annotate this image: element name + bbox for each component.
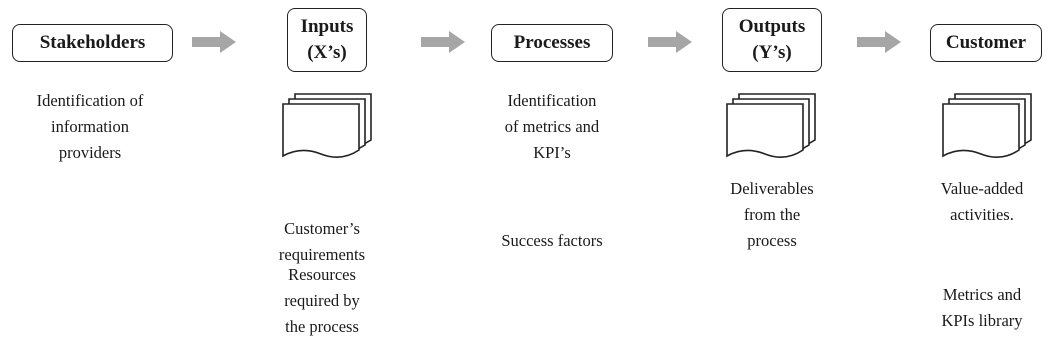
description-line: Value-added (940, 179, 1024, 198)
stage-box-customer: Customer (930, 24, 1042, 62)
description-processes-metrics: Identification of metrics and KPI’s (472, 88, 632, 166)
description-line: of metrics and (504, 117, 600, 136)
description-inputs-requirements: Customer’s requirements (242, 216, 402, 268)
description-line: activities. (950, 205, 1014, 224)
stage-box-stakeholders: Stakeholders (12, 24, 173, 62)
description-line: information (51, 117, 129, 136)
description-line: from the (743, 205, 801, 224)
document-stack-icon (942, 93, 1032, 158)
description-line: Customer’s (284, 219, 360, 238)
document-stack-icon (282, 93, 372, 158)
description-inputs-resources: Resources required by the process (242, 262, 402, 340)
description-line: required by (284, 291, 360, 310)
stage-label: Customer (945, 32, 1027, 53)
right-arrow-icon (857, 31, 901, 53)
stage-label: Stakeholders (39, 32, 146, 53)
description-line: the process (285, 317, 359, 336)
description-line: Identification of (36, 91, 144, 110)
description-line: Deliverables (730, 179, 814, 198)
stage-label-sub: (X’s) (307, 42, 347, 63)
stage-label: Outputs (738, 16, 806, 37)
stage-box-outputs: Outputs (Y’s) (722, 8, 822, 72)
right-arrow-icon (421, 31, 465, 53)
description-line: Resources (288, 265, 356, 284)
stage-label: Inputs (300, 16, 354, 37)
description-customer-metrics: Metrics and KPIs library (914, 282, 1050, 334)
description-line: KPI’s (533, 143, 571, 162)
description-line: requirements (278, 245, 366, 264)
description-stakeholders: Identification of information providers (0, 88, 180, 166)
description-line: KPIs library (941, 311, 1023, 330)
right-arrow-icon (648, 31, 692, 53)
description-customer-value: Value-added activities. (914, 176, 1050, 228)
description-line: process (747, 231, 797, 250)
stage-box-inputs: Inputs (X’s) (287, 8, 367, 72)
description-line: Identification (507, 91, 597, 110)
description-line: Metrics and (942, 285, 1022, 304)
description-outputs: Deliverables from the process (692, 176, 852, 254)
stage-box-processes: Processes (491, 24, 613, 62)
document-stack-icon (726, 93, 816, 158)
description-line: Success factors (501, 231, 603, 250)
description-line: providers (58, 143, 122, 162)
stage-label-sub: (Y’s) (752, 42, 792, 63)
right-arrow-icon (192, 31, 236, 53)
description-processes-success: Success factors (472, 228, 632, 254)
stage-label: Processes (513, 32, 591, 53)
